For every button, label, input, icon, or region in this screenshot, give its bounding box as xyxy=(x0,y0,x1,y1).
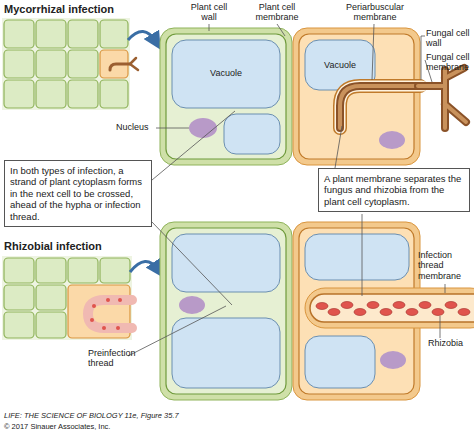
credit-line: LIFE: THE SCIENCE OF BIOLOGY 11e, Figure… xyxy=(4,412,404,421)
part-label: Vacuole xyxy=(305,60,375,70)
part-label: Infection thread membrane xyxy=(418,250,474,281)
plant-cell xyxy=(293,28,422,165)
zoom-arrow xyxy=(128,31,156,42)
plant-cell xyxy=(160,28,292,165)
callout-text: In both types of infection, a strand of … xyxy=(10,165,146,222)
plant-cell xyxy=(160,222,292,400)
callout-text: A plant membrane separates the fungus an… xyxy=(324,173,464,207)
section-heading: Mycorrhizal infection xyxy=(4,3,154,16)
mycorrhizal-thumbnail xyxy=(2,18,138,110)
section-heading: Rhizobial infection xyxy=(4,240,154,253)
plant-cell xyxy=(293,222,474,400)
part-label: Nucleus xyxy=(116,122,156,132)
part-label: Preinfection thread xyxy=(88,348,158,369)
zoom-arrow xyxy=(130,261,158,272)
part-label: Fungal cell membrane xyxy=(426,52,474,73)
part-label: Plant cell membrane xyxy=(246,2,308,23)
rhizobial-thumbnail xyxy=(2,256,132,340)
part-label: Vacuole xyxy=(196,68,256,78)
part-label: Periarbuscular membrane xyxy=(336,2,414,23)
credit-line: © 2017 Sinauer Associates, Inc. xyxy=(4,423,304,432)
fungal-hypha xyxy=(418,68,466,128)
callout-box: A plant membrane separates the fungus an… xyxy=(318,168,470,212)
part-label: Fungal cell wall xyxy=(426,28,474,49)
part-label: Plant cell wall xyxy=(186,2,232,23)
callout-box: In both types of infection, a strand of … xyxy=(4,160,152,227)
part-label: Rhizobia xyxy=(428,338,474,348)
